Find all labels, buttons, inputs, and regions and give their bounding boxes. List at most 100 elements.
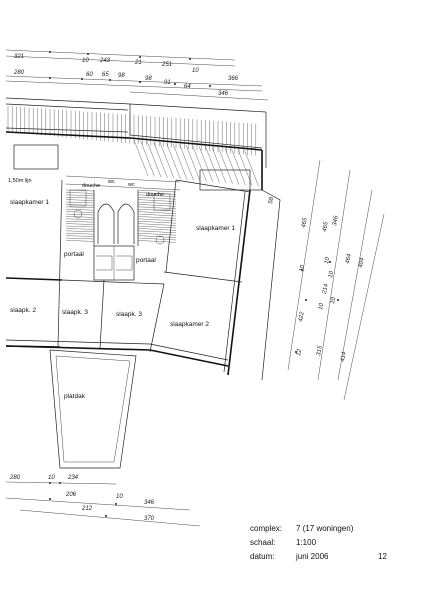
bottom-dimension-lines: 280 10 234 206 10 346 212 370 — [5, 475, 201, 527]
dim-bottom-10a: 10 — [48, 475, 55, 481]
dim-top-10a: 10 — [82, 58, 89, 64]
floor-hatching — [65, 189, 177, 243]
hatch-line — [65, 209, 95, 211]
hatch-line — [65, 189, 95, 192]
hatch-line — [137, 213, 177, 217]
dim-top-98a: 98 — [118, 73, 125, 79]
hatch-line — [159, 142, 175, 179]
hatch-line — [224, 148, 240, 185]
hatch-line — [198, 145, 214, 183]
hatch-line — [137, 240, 177, 243]
hatch-line — [65, 199, 95, 201]
hatch-line — [133, 139, 149, 177]
hatch-line — [137, 211, 177, 214]
label-slaapk-3-left: slaapk. 3 — [62, 309, 88, 316]
hatch-line — [65, 235, 95, 237]
dim-top-60: 60 — [86, 72, 93, 78]
schaal-value: 1:100 — [296, 538, 317, 547]
hatch-line — [231, 148, 246, 186]
dim-top-98b: 98 — [145, 76, 152, 82]
label-platdak: platdak — [64, 393, 86, 400]
dim-right-464: 464 — [345, 253, 353, 265]
hatch-line — [205, 146, 220, 183]
dim-right-465b: 465 — [322, 221, 330, 233]
hatch-line — [137, 221, 177, 224]
hatch-line — [137, 233, 177, 236]
dim-bottom-370: 370 — [144, 516, 155, 522]
hatch-line — [179, 144, 194, 181]
label-slaapk-3-right: slaapk. 3 — [116, 311, 142, 318]
dim-bottom-10b: 10 — [116, 494, 123, 500]
top-dimension-lines: 321 10 243 21 251 10 366 280 60 65 98 98… — [5, 49, 269, 101]
label-slaapkamer-2: slaapkamer 2 — [170, 321, 209, 328]
dim-right-465a: 465 — [301, 217, 309, 229]
dim-right-315: 315 — [316, 345, 324, 357]
hatch-line — [65, 233, 95, 235]
eave-hatching — [7, 106, 259, 187]
hatch-line — [65, 221, 95, 223]
label-slaapk-2: slaapk. 2 — [10, 307, 36, 314]
dim-right-10a: 10 — [299, 264, 306, 272]
dim-bottom-280: 280 — [9, 475, 21, 481]
hatch-line — [65, 201, 95, 204]
hatch-line — [137, 209, 177, 212]
dim-right-10e: 10 — [330, 296, 337, 304]
right-dimension-lines: 465 465 346 464 404 10 10 10 422 214 10 … — [268, 159, 385, 401]
complex-label: complex: — [250, 524, 283, 533]
hatch-line — [146, 141, 162, 178]
schaal-label: schaal: — [250, 538, 276, 547]
platdak-outline — [49, 349, 137, 469]
hatch-line — [244, 150, 259, 187]
hatch-line — [137, 194, 177, 197]
hatch-line — [137, 204, 177, 207]
hatch-line — [137, 201, 177, 205]
dim-right-10d: 10 — [318, 302, 325, 310]
datum-value: juni 2006 — [296, 552, 329, 561]
dim-bottom-212: 212 — [81, 506, 93, 512]
hatch-line — [65, 192, 95, 194]
hatch-line — [137, 197, 177, 200]
hatch-line — [137, 216, 177, 219]
dim-top-91: 91 — [164, 80, 171, 86]
dim-top-64: 64 — [184, 84, 191, 90]
hatch-line — [137, 237, 177, 241]
label-lijn: 1,50m lijn — [8, 178, 32, 184]
dim-right-346: 346 — [332, 215, 340, 227]
hatch-line — [137, 225, 177, 229]
hatch-line — [65, 194, 95, 196]
dim-bottom-234: 234 — [67, 475, 79, 481]
dim-top-280: 280 — [13, 70, 25, 76]
hatch-line — [137, 206, 177, 209]
hatch-line — [65, 240, 95, 242]
hatch-line — [65, 237, 95, 240]
hatch-line — [137, 218, 177, 221]
hatch-line — [137, 235, 177, 238]
hatch-line — [65, 216, 95, 218]
label-slaapkamer-1-right: slaapkamer 1 — [196, 225, 235, 232]
label-slaapkamer-1-left: slaapkamer 1 — [10, 199, 49, 206]
datum-label: datum: — [250, 552, 275, 561]
dim-top-10b: 10 — [192, 68, 199, 74]
dim-right-10b: 10 — [324, 256, 331, 264]
hatch-line — [137, 223, 177, 226]
dim-right-404: 404 — [358, 257, 366, 269]
dim-right-214: 214 — [322, 283, 330, 296]
hatch-line — [65, 230, 95, 232]
hatch-line — [211, 147, 227, 184]
hatch-line — [65, 197, 95, 199]
hatch-line — [65, 223, 95, 225]
dim-right-414: 414 — [340, 351, 348, 363]
label-douche-right: douche — [146, 192, 164, 198]
complex-value: 7 (17 woningen) — [296, 524, 354, 533]
hatch-line — [65, 228, 95, 230]
hatch-line — [137, 189, 177, 193]
hatch-line — [65, 213, 95, 216]
dim-top-21: 21 — [134, 60, 142, 66]
hatch-line — [65, 206, 95, 208]
hatch-line — [172, 143, 188, 180]
hatch-line — [137, 192, 177, 195]
hatch-line — [65, 225, 95, 228]
label-wc-right: wc — [127, 182, 135, 188]
dim-bottom-346: 346 — [144, 500, 155, 506]
dim-right-12: 12 — [296, 348, 303, 356]
